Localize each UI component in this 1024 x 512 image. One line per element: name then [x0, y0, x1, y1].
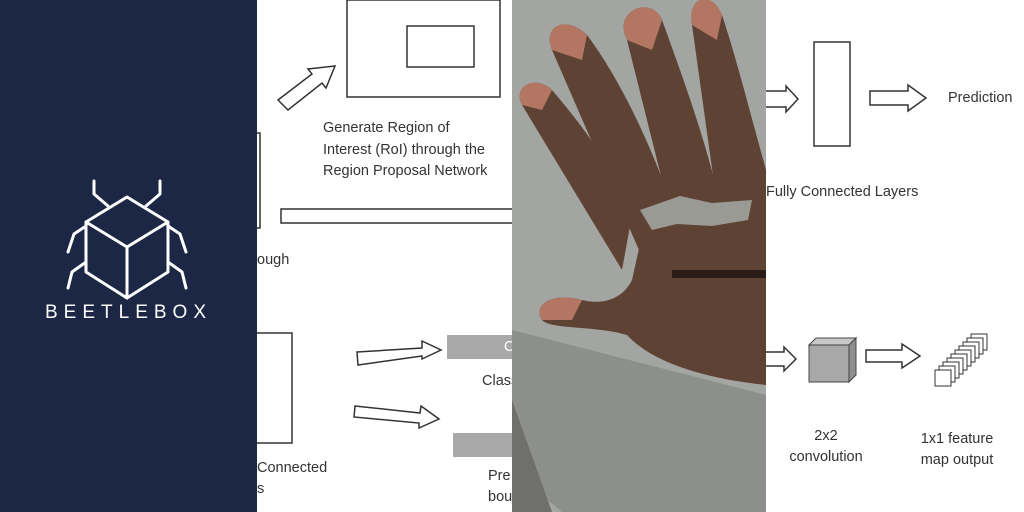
arrow-icon — [276, 65, 337, 112]
logo-panel: BEETLEBOX — [0, 0, 257, 512]
arrow-icon — [766, 345, 798, 373]
pred-fragment: Pre — [488, 468, 511, 484]
class-fragment: Class — [482, 373, 512, 389]
rcnn-diagram-panel: Generate Region of Interest (RoI) throug… — [257, 0, 512, 512]
brand-name: BEETLEBOX — [45, 302, 212, 323]
hand-photo-panel — [512, 0, 766, 512]
cnn-diagram-panel: Prediction Fully Connected Layers 2x2 co… — [766, 0, 1024, 512]
roi-caption-line3: Region Proposal Network — [323, 163, 488, 179]
rcnn-diagram-shapes — [257, 0, 512, 457]
class-box-letter: C — [504, 339, 512, 355]
beetle-cube-icon — [66, 179, 188, 300]
fc-fragment-2: s — [257, 481, 265, 497]
arrow-icon — [869, 83, 928, 113]
fc-layer-box — [257, 332, 293, 444]
arrow-icon — [353, 404, 441, 430]
roi-caption-line2: Interest (RoI) through the — [323, 142, 485, 158]
conv-label-line1: 2x2 — [814, 428, 838, 444]
prediction-label: Prediction — [948, 90, 1013, 106]
arrow-icon — [356, 339, 443, 366]
proposal-bar — [280, 208, 512, 224]
feature-map-stack-icon — [934, 333, 988, 387]
conv-label-line2: convolution — [789, 449, 863, 465]
arrow-icon — [766, 84, 800, 114]
bbox-output-box — [453, 433, 512, 457]
conv-cube-icon — [807, 336, 858, 384]
roi-box — [406, 25, 475, 68]
cnn-diagram-shapes — [766, 41, 988, 387]
fragment-ough: ough — [257, 252, 290, 268]
roi-caption-line1: Generate Region of — [323, 120, 450, 136]
output-label-line2: map output — [920, 452, 994, 468]
fc-layer-box — [813, 41, 851, 147]
bound-fragment: bou — [488, 489, 512, 505]
hand-image — [512, 0, 766, 512]
arrow-icon — [865, 342, 922, 370]
output-label-line1: 1x1 feature — [920, 431, 994, 447]
class-output-box — [447, 335, 512, 359]
fc-fragment: Connected — [257, 460, 328, 476]
fc-layers-label: Fully Connected Layers — [766, 184, 919, 200]
edge-box — [257, 132, 261, 229]
